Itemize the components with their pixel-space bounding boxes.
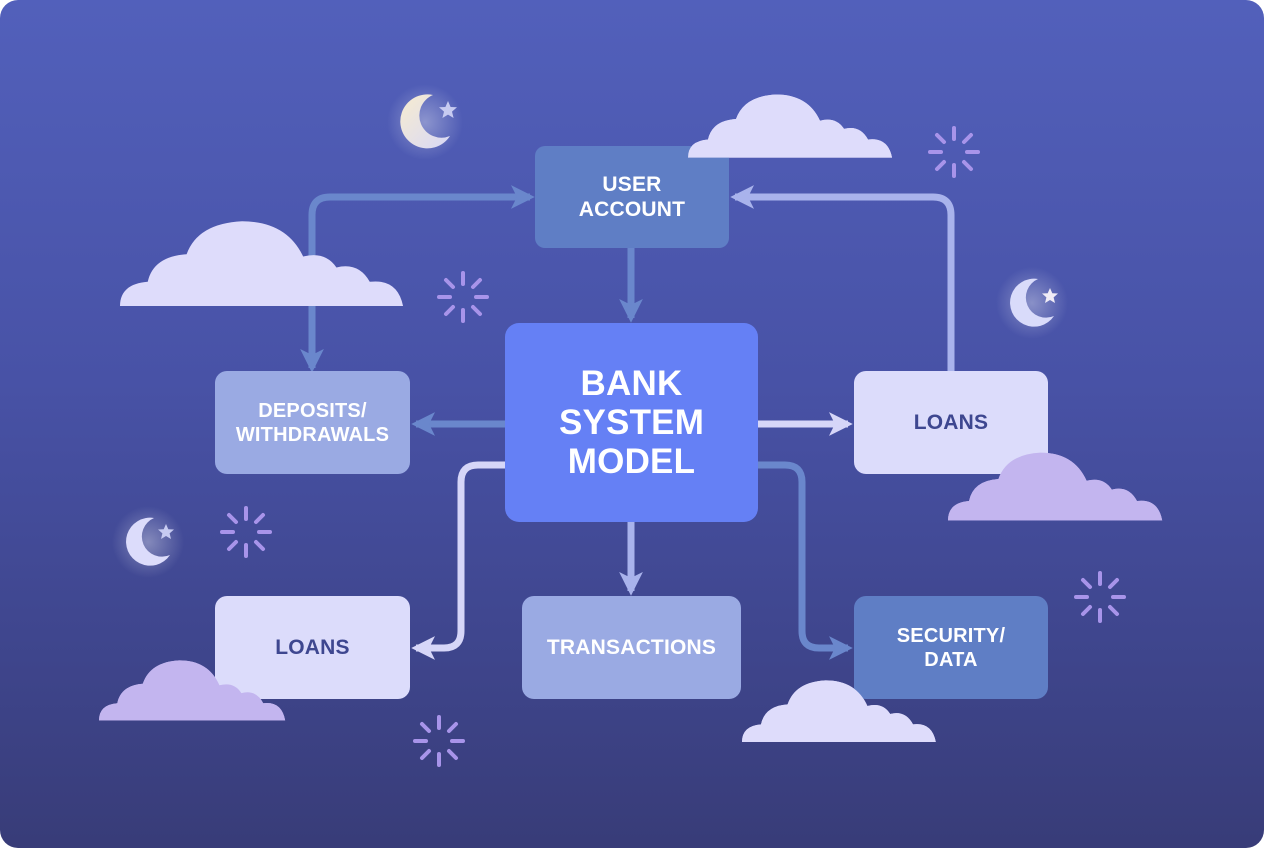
crescent-moon-icon — [996, 267, 1068, 339]
node-bank-system-model: BANK SYSTEM MODEL — [505, 323, 758, 522]
sparkle-icon — [220, 506, 272, 558]
node-label: TRANSACTIONS — [546, 635, 717, 659]
node-label: USER ACCOUNT — [578, 172, 686, 221]
sparkle-icon — [437, 271, 489, 323]
node-label: DEPOSITS/ WITHDRAWALS — [235, 399, 390, 446]
node-label: SECURITY/ DATA — [896, 624, 1006, 671]
node-security-data: SECURITY/ DATA — [854, 596, 1048, 699]
crescent-moon-icon — [112, 506, 184, 578]
sparkle-icon — [928, 126, 980, 178]
node-label: LOANS — [913, 410, 989, 434]
star-icon — [158, 524, 174, 539]
node-loans-left: LOANS — [215, 596, 410, 699]
star-icon — [439, 101, 457, 118]
node-deposits-withdrawals: DEPOSITS/ WITHDRAWALS — [215, 371, 410, 474]
arrow-loans-to-user-account — [730, 185, 955, 371]
arrow-to-user-account-left — [308, 185, 535, 300]
cloud-icon — [120, 221, 404, 306]
node-label: BANK SYSTEM MODEL — [558, 363, 705, 482]
arrow-core-to-loans-left — [411, 461, 505, 660]
sparkle-icon — [1074, 571, 1126, 623]
arrow-core-to-security — [758, 461, 853, 660]
sparkle-icon — [413, 715, 465, 767]
node-transactions: TRANSACTIONS — [522, 596, 741, 699]
star-icon — [1042, 288, 1058, 303]
node-loans-right: LOANS — [854, 371, 1048, 474]
node-label: LOANS — [275, 635, 350, 659]
node-user-account: USER ACCOUNT — [535, 146, 729, 248]
crescent-moon-icon — [387, 84, 463, 160]
